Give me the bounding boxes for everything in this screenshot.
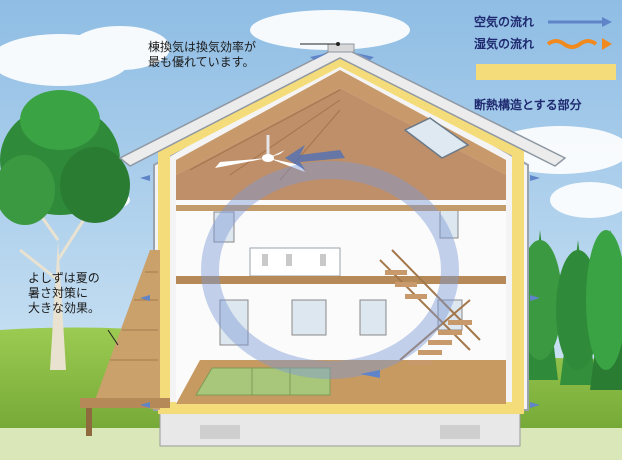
legend-air-arrow: [548, 17, 612, 27]
callout-yoshizu-line-2: 暑さ対策に: [28, 286, 89, 300]
callout-roof-line-1: 棟換気は換気効率が: [148, 40, 257, 54]
beam-floor: [176, 276, 506, 284]
legend: 空気の流れ 湿気の流れ 断熱構造とする部分: [474, 10, 620, 112]
beam-upper: [176, 205, 506, 211]
stair-steps: [385, 270, 472, 365]
veranda-deck: [80, 398, 170, 408]
legend-insulation-label: 断熱構造とする部分: [474, 98, 582, 112]
air-arrow-ceiling: [285, 145, 345, 170]
legend-insulation-swatch: [476, 64, 616, 80]
legend-humidity-arrow: [546, 38, 612, 50]
tatami: [195, 367, 331, 396]
ceiling-fan: [215, 135, 305, 172]
window-lower-mid: [359, 299, 387, 336]
roof-ridge-vent: [327, 43, 355, 53]
callout-yoshizu-line-1: よしずは夏の: [28, 271, 100, 285]
legend-air-flow: 空気の流れ: [474, 10, 620, 32]
callout-yoshizu: よしずは夏の 暑さ対策に 大きな効果。: [28, 271, 138, 316]
window-lower-center: [291, 299, 327, 336]
legend-humidity-flow-label: 湿気の流れ: [474, 37, 535, 51]
callout-yoshizu-leader: [107, 329, 119, 346]
air-circulation-swirl: [201, 161, 459, 379]
tree-left: [0, 90, 130, 370]
window-lower-left: [219, 299, 249, 346]
legend-insulation: 断熱構造とする部分: [474, 72, 620, 112]
legend-humidity-flow: 湿気の流れ: [474, 32, 620, 54]
air-flow-arrows: [140, 53, 540, 408]
callout-roof-line-2: 最も優れています。: [148, 55, 255, 69]
skylight: [403, 117, 470, 159]
callout-roof-vent: 棟換気は換気効率が 最も優れています。: [148, 40, 298, 70]
window-upper-left: [213, 211, 235, 243]
legend-air-flow-label: 空気の流れ: [474, 15, 535, 29]
insulation-band: [158, 53, 524, 414]
callout-yoshizu-line-3: 大きな効果。: [28, 301, 101, 315]
